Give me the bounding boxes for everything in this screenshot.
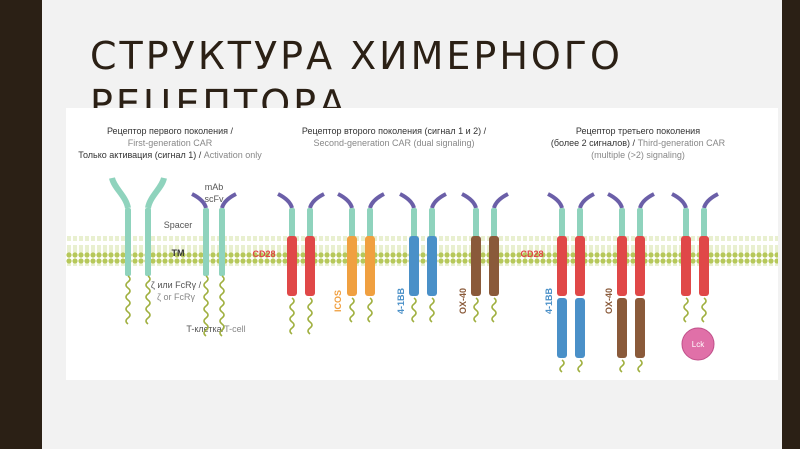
gen1-header-ru: Рецептор первого поколения / (107, 126, 234, 136)
scfv-arm (430, 192, 447, 209)
zeta-chain (307, 297, 313, 335)
scfv-arm (220, 192, 237, 209)
scfv-arm (337, 192, 354, 209)
scfv-arm (578, 192, 595, 209)
zeta-chain (349, 297, 355, 323)
signaling-domain (427, 236, 437, 296)
gen3-header-ru: Рецептор третьего поколения (576, 126, 700, 136)
scfv-arm (607, 192, 624, 209)
label-4-1bb-gen2: 4-1BB (396, 288, 406, 315)
label-zeta-ru: ζ или FcRγ / (151, 280, 202, 290)
label-tcell-ru: T-клетка/ (186, 324, 224, 334)
zeta-chain (367, 297, 373, 323)
label-zeta-en: ζ or FcRγ (157, 292, 195, 302)
signaling-domain (287, 236, 297, 296)
tm-stalk (125, 236, 131, 276)
label-scfv: scFv (205, 194, 224, 204)
right-frame-bar (782, 0, 800, 449)
zeta-chain (125, 275, 131, 325)
signaling-domain (305, 236, 315, 296)
label-lck: Lck (692, 340, 705, 349)
signaling-domain (557, 298, 567, 358)
zeta-chain (491, 297, 497, 323)
scfv-arm (191, 192, 208, 209)
zeta-chain (203, 275, 209, 337)
zeta-chain (145, 275, 151, 325)
scfv-arm (277, 192, 294, 209)
scfv-arm (109, 177, 131, 209)
signaling-domain (365, 236, 375, 296)
zeta-chain (289, 297, 295, 335)
tm-stalk (203, 236, 209, 276)
scfv-arm (638, 192, 655, 209)
label-tm: TM (172, 248, 185, 258)
zeta-chain (683, 297, 689, 323)
scfv-arm (461, 192, 478, 209)
label-tcell-en: T-cell (224, 324, 246, 334)
slide-title: СТРУКТУРА ХИМЕРНОГО РЕЦЕПТОРА (90, 34, 623, 126)
label-spacer: Spacer (164, 220, 193, 230)
tm-stalk (145, 236, 151, 276)
tm-stalk (219, 236, 225, 276)
label-ox40-gen3: OX-40 (604, 288, 614, 314)
zeta-chain (429, 297, 435, 323)
scfv-arm (671, 192, 688, 209)
signaling-domain (635, 298, 645, 358)
car-structure-figure: Рецептор первого поколения / First-gener… (66, 108, 778, 380)
car-diagram: Рецептор первого поколения / First-gener… (66, 126, 778, 373)
left-frame-bar (0, 0, 42, 449)
cell-membrane (66, 236, 778, 266)
scfv-arm (702, 192, 719, 209)
scfv-arm (399, 192, 416, 209)
label-ox40-gen2: OX-40 (458, 288, 468, 314)
zeta-chain (577, 359, 583, 373)
signaling-domain (699, 236, 709, 296)
lck-kinase (681, 327, 715, 361)
label-4-1bb-gen3: 4-1BB (544, 288, 554, 315)
zeta-chain (701, 297, 707, 323)
gen3-sub-en2: (multiple (>2) signaling) (591, 150, 685, 160)
signaling-domain (471, 236, 481, 296)
signaling-domain (575, 236, 585, 296)
signaling-domain (409, 236, 419, 296)
receptor-group (109, 177, 719, 373)
zeta-chain (473, 297, 479, 323)
scfv-arm (145, 177, 167, 209)
gen1-header-en: First-generation CAR (128, 138, 213, 148)
label-tcell: T-клетка/T-cell (186, 324, 245, 334)
signaling-domain (635, 236, 645, 296)
label-cd28-gen2: CD28 (252, 249, 275, 259)
gen2-header-en: Second-generation CAR (dual signaling) (313, 138, 474, 148)
gen3-sub-ru: (более 2 сигналов) / (551, 138, 636, 148)
signaling-domain (617, 298, 627, 358)
scfv-arm (547, 192, 564, 209)
scfv-arm (308, 192, 325, 209)
signaling-domain (681, 236, 691, 296)
zeta-chain (637, 359, 643, 373)
zeta-chain (559, 359, 565, 373)
label-icos: ICOS (333, 290, 343, 312)
gen1-sub: Только активация (сигнал 1) / Activation… (78, 150, 262, 160)
gen1-sub-ru: Только активация (сигнал 1) / (78, 150, 202, 160)
signaling-domain (575, 298, 585, 358)
zeta-chain (219, 275, 225, 337)
signaling-domain (489, 236, 499, 296)
signaling-domain (557, 236, 567, 296)
signaling-domain (347, 236, 357, 296)
gen1-sub-en: Activation only (204, 150, 263, 160)
scfv-arm (492, 192, 509, 209)
label-cd28-gen3: CD28 (520, 249, 543, 259)
gen3-sub-en: Third-generation CAR (638, 138, 726, 148)
scfv-arm (368, 192, 385, 209)
signaling-domain (617, 236, 627, 296)
label-mab: mAb (205, 182, 224, 192)
gen3-sub: (более 2 сигналов) / Third-generation CA… (551, 138, 726, 148)
gen2-header-ru: Рецептор второго поколения (сигнал 1 и 2… (302, 126, 487, 136)
zeta-chain (619, 359, 625, 373)
zeta-chain (411, 297, 417, 323)
